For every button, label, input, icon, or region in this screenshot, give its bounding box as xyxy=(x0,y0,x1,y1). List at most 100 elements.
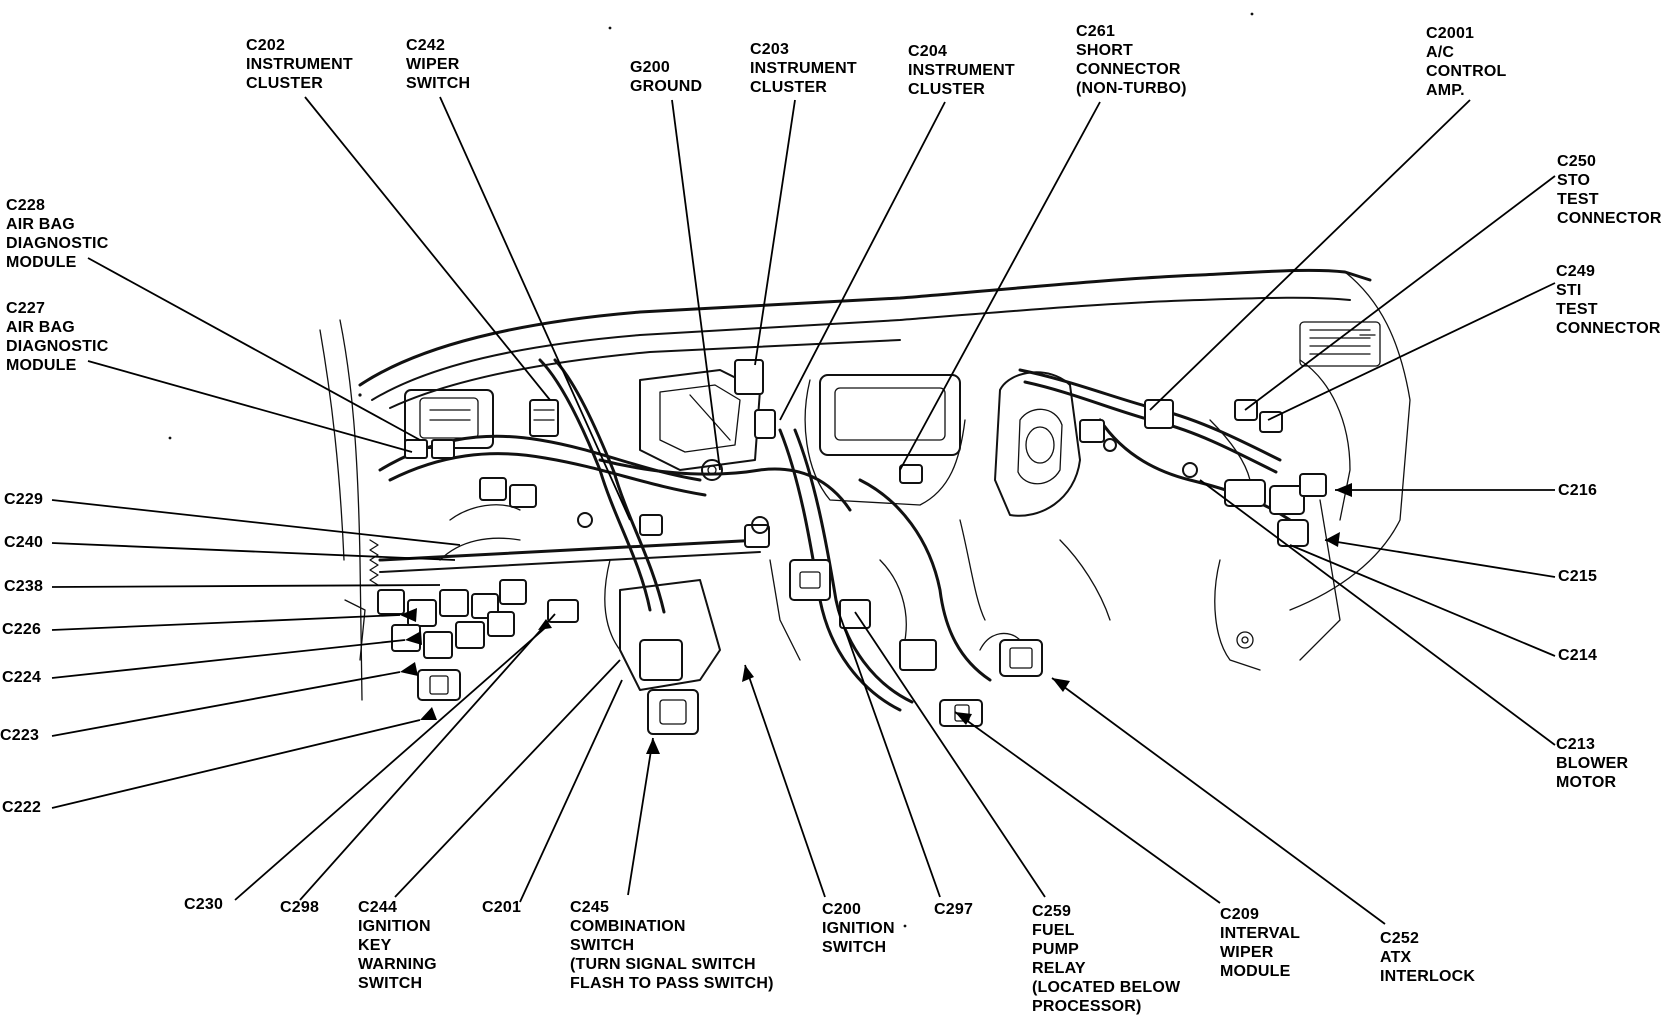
callout-c201: C201 xyxy=(482,898,521,917)
callout-c213: C213 BLOWER MOTOR xyxy=(1556,735,1628,792)
callout-c202: C202 INSTRUMENT CLUSTER xyxy=(246,36,353,93)
callout-c259-line3: PUMP xyxy=(1032,941,1080,958)
callout-c201-line1: C201 xyxy=(482,899,522,916)
callout-c203-line1: C203 xyxy=(750,41,790,58)
callout-c200-line1: C200 xyxy=(822,901,862,918)
callout-c229: C229 xyxy=(4,490,43,509)
callout-g200-line1: G200 xyxy=(630,59,670,76)
callout-c2001-line4: AMP. xyxy=(1426,82,1465,99)
callout-c203-line3: CLUSTER xyxy=(750,79,827,96)
callout-c297: C297 xyxy=(934,900,973,919)
callout-c259-line4: RELAY xyxy=(1032,960,1086,977)
callout-c228-line1: C228 xyxy=(6,197,46,214)
callout-c252-line3: INTERLOCK xyxy=(1380,968,1476,985)
callout-c202-line3: CLUSTER xyxy=(246,75,323,92)
callout-c227: C227 AIR BAG DIAGNOSTIC MODULE xyxy=(6,299,108,375)
callout-c242: C242 WIPER SWITCH xyxy=(406,36,470,93)
callout-c203: C203 INSTRUMENT CLUSTER xyxy=(750,40,857,97)
callout-c204-line1: C204 xyxy=(908,43,948,60)
callout-c227-line1: C227 xyxy=(6,300,46,317)
callout-g200-line2: GROUND xyxy=(630,78,703,95)
callout-c230: C230 xyxy=(184,895,223,914)
callout-c214-line1: C214 xyxy=(1558,647,1598,664)
callout-c209-line2: INTERVAL xyxy=(1220,925,1301,942)
callout-c228: C228 AIR BAG DIAGNOSTIC MODULE xyxy=(6,196,108,272)
callout-c203-line2: INSTRUMENT xyxy=(750,60,857,77)
callout-c249-line4: CONNECTOR xyxy=(1556,320,1661,337)
callout-c2001-line3: CONTROL xyxy=(1426,63,1507,80)
callout-c226-line1: C226 xyxy=(2,621,42,638)
callout-c230-line1: C230 xyxy=(184,896,224,913)
callout-c259-line6: PROCESSOR) xyxy=(1032,998,1142,1015)
callout-c244-line2: IGNITION xyxy=(358,918,431,935)
callout-c215: C215 xyxy=(1558,567,1597,586)
callout-c245-line3: SWITCH xyxy=(570,937,635,954)
callout-c226: C226 xyxy=(2,620,41,639)
callout-c200-line3: SWITCH xyxy=(822,939,887,956)
callout-c245-line5: FLASH TO PASS SWITCH) xyxy=(570,975,774,992)
callout-c213-line3: MOTOR xyxy=(1556,774,1617,791)
callout-c261-line2: SHORT xyxy=(1076,42,1133,59)
callout-c298: C298 xyxy=(280,898,319,917)
callout-c209-line1: C209 xyxy=(1220,906,1260,923)
callout-c214: C214 xyxy=(1558,646,1597,665)
callout-c245-line4: (TURN SIGNAL SWITCH xyxy=(570,956,756,973)
callout-c215-line1: C215 xyxy=(1558,568,1598,585)
callout-c227-line4: MODULE xyxy=(6,357,77,374)
callout-c250-line4: CONNECTOR xyxy=(1557,210,1662,227)
callout-c238: C238 xyxy=(4,577,43,596)
callout-c259: C259 FUEL PUMP RELAY (LOCATED BELOW PROC… xyxy=(1032,902,1180,1016)
callout-c200: C200 IGNITION SWITCH xyxy=(822,900,895,957)
callout-c227-line2: AIR BAG xyxy=(6,319,75,336)
callout-c2001: C2001 A/C CONTROL AMP. xyxy=(1426,24,1507,100)
callout-c2001-line1: C2001 xyxy=(1426,25,1475,42)
callout-c204: C204 INSTRUMENT CLUSTER xyxy=(908,42,1015,99)
callout-c259-line2: FUEL xyxy=(1032,922,1075,939)
callout-c216: C216 xyxy=(1558,481,1597,500)
callout-c228-line2: AIR BAG xyxy=(6,216,75,233)
callout-c224: C224 xyxy=(2,668,41,687)
callout-c240: C240 xyxy=(4,533,43,552)
callout-c244: C244 IGNITION KEY WARNING SWITCH xyxy=(358,898,437,993)
callout-c209-line3: WIPER xyxy=(1220,944,1274,961)
callout-c298-line1: C298 xyxy=(280,899,320,916)
callout-c297-line1: C297 xyxy=(934,901,974,918)
callout-c261: C261 SHORT CONNECTOR (NON-TURBO) xyxy=(1076,22,1187,98)
callout-c223-line1: C223 xyxy=(0,727,40,744)
callout-leader-lines xyxy=(51,96,1556,925)
callout-c204-line3: CLUSTER xyxy=(908,81,985,98)
callout-c223: C223 xyxy=(0,726,39,745)
callout-c213-line1: C213 xyxy=(1556,736,1596,753)
callout-c222-line1: C222 xyxy=(2,799,42,816)
callout-c216-line1: C216 xyxy=(1558,482,1598,499)
callout-c261-line4: (NON-TURBO) xyxy=(1076,80,1187,97)
callout-c242-line1: C242 xyxy=(406,37,446,54)
callout-c252-line1: C252 xyxy=(1380,930,1420,947)
callout-c244-line5: SWITCH xyxy=(358,975,423,992)
callout-c250-line1: C250 xyxy=(1557,153,1597,170)
callout-c250-line2: STO xyxy=(1557,172,1591,189)
callout-c2001-line2: A/C xyxy=(1426,44,1455,61)
callout-c249-line2: STI xyxy=(1556,282,1582,299)
callout-c252-line2: ATX xyxy=(1380,949,1412,966)
callout-c259-line1: C259 xyxy=(1032,903,1072,920)
callout-c250: C250 STO TEST CONNECTOR xyxy=(1557,152,1662,228)
callout-c238-line1: C238 xyxy=(4,578,44,595)
callout-c249: C249 STI TEST CONNECTOR xyxy=(1556,262,1661,338)
callout-c204-line2: INSTRUMENT xyxy=(908,62,1015,79)
callout-c261-line1: C261 xyxy=(1076,23,1116,40)
callout-c240-line1: C240 xyxy=(4,534,44,551)
callout-c261-line3: CONNECTOR xyxy=(1076,61,1181,78)
callout-c202-line2: INSTRUMENT xyxy=(246,56,353,73)
callout-c259-line5: (LOCATED BELOW xyxy=(1032,979,1181,996)
callout-c245: C245 COMBINATION SWITCH (TURN SIGNAL SWI… xyxy=(570,898,774,993)
callout-c242-line2: WIPER xyxy=(406,56,460,73)
callout-c229-line1: C229 xyxy=(4,491,44,508)
callout-c245-line2: COMBINATION xyxy=(570,918,686,935)
callout-c209: C209 INTERVAL WIPER MODULE xyxy=(1220,905,1300,981)
callout-c227-line3: DIAGNOSTIC xyxy=(6,338,109,355)
callout-c224-line1: C224 xyxy=(2,669,42,686)
callout-c244-line1: C244 xyxy=(358,899,398,916)
callout-c200-line2: IGNITION xyxy=(822,920,895,937)
callout-c244-line3: KEY xyxy=(358,937,392,954)
